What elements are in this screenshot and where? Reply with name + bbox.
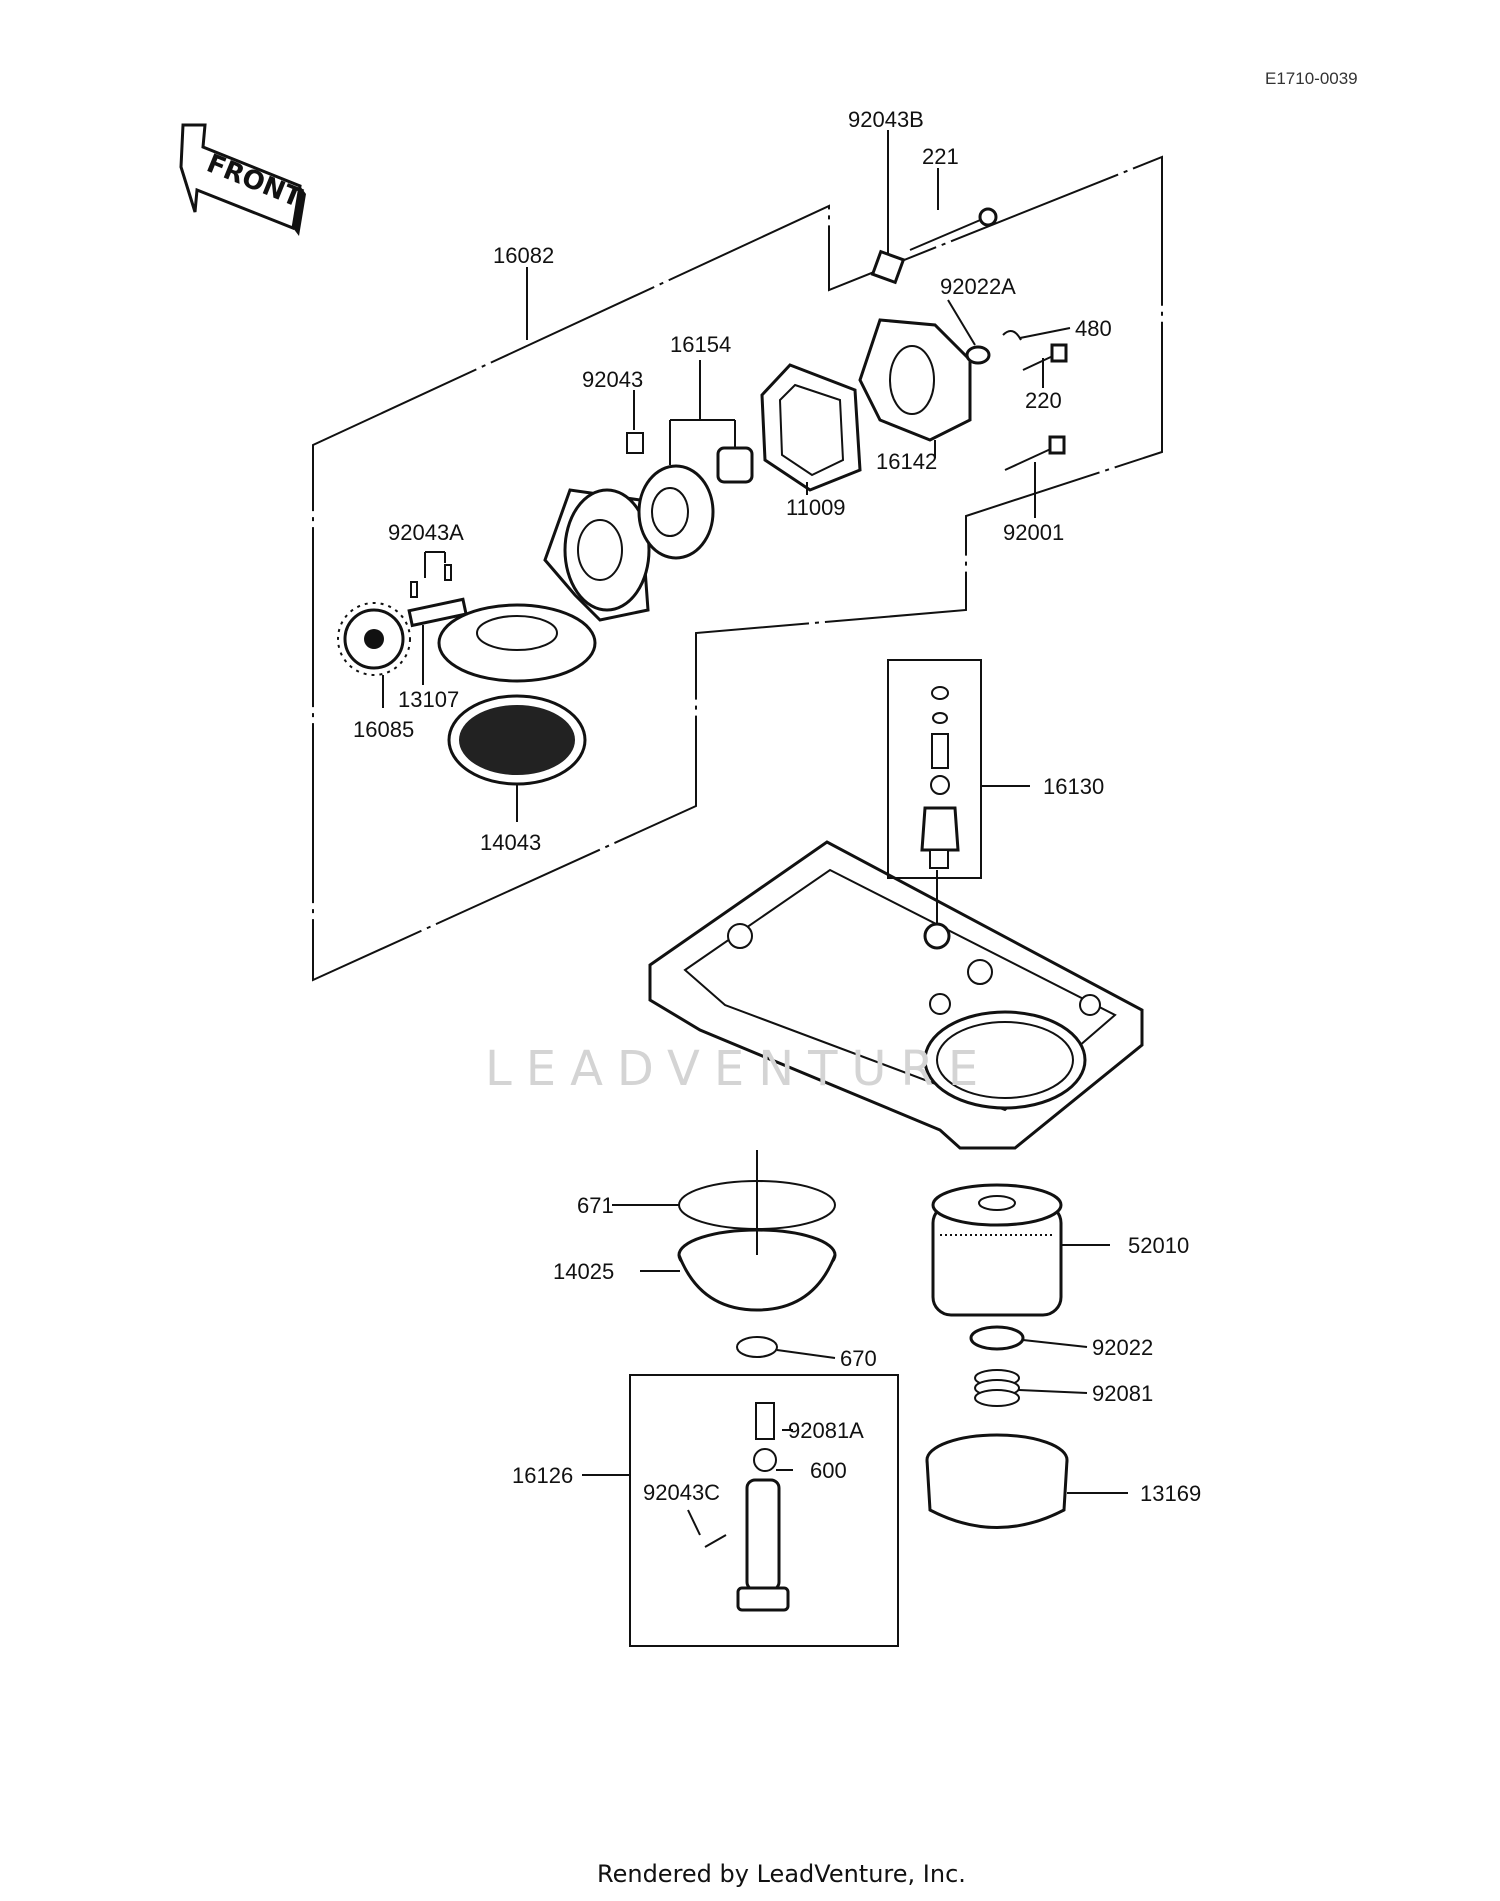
bypass-valve-box — [629, 1374, 899, 1647]
part-label: 92043C — [643, 1480, 720, 1505]
part-label: 16082 — [493, 243, 554, 268]
part-label: 13107 — [398, 687, 459, 712]
part-label: 16126 — [512, 1463, 573, 1488]
filter-cup — [925, 1433, 1069, 1529]
part-label: 92022A — [940, 274, 1016, 299]
oil-screen — [447, 694, 587, 786]
o-ring-670 — [736, 1336, 778, 1358]
pump-cover — [858, 318, 972, 442]
part-label: 16130 — [1043, 774, 1104, 799]
oil-pump-body — [437, 488, 651, 683]
part-label: 92081 — [1092, 1381, 1153, 1406]
part-label: 11009 — [786, 495, 846, 520]
part-label: 16142 — [876, 449, 937, 474]
part-label: 480 — [1075, 316, 1112, 341]
part-label: 16154 — [670, 332, 731, 357]
part-label: 670 — [840, 1346, 877, 1371]
washer-92022 — [969, 1325, 1025, 1351]
part-label: 52010 — [1128, 1233, 1189, 1258]
pump-sprocket — [337, 602, 411, 676]
relief-valve-parts — [920, 686, 960, 869]
pump-shaft — [407, 597, 468, 628]
oil-pan — [648, 840, 1144, 1150]
part-label: 671 — [577, 1193, 614, 1218]
bypass-valve-parts — [704, 1402, 790, 1612]
relief-valve-box — [887, 659, 982, 879]
part-label: 16085 — [353, 717, 414, 742]
diagram-code: E1710-0039 — [1265, 69, 1358, 88]
part-label: 92043A — [388, 520, 464, 545]
part-label: 92043B — [848, 107, 924, 132]
part-label: 14025 — [553, 1259, 614, 1284]
part-label: 220 — [1025, 388, 1062, 413]
part-label: 221 — [922, 144, 959, 169]
part-label: 13169 — [1140, 1481, 1201, 1506]
pump-rotors — [637, 446, 754, 560]
part-label: 92043 — [582, 367, 643, 392]
part-label: 92001 — [1003, 520, 1064, 545]
filter-cover — [677, 1150, 837, 1312]
front-arrow: FRONT — [179, 123, 306, 236]
part-label: 600 — [810, 1458, 847, 1483]
part-label: 14043 — [480, 830, 541, 855]
leader-lines — [382, 130, 1128, 1536]
part-label: 92022 — [1092, 1335, 1153, 1360]
watermark: LEADVENTURE — [485, 1041, 992, 1097]
spring-92081 — [974, 1369, 1020, 1407]
oil-filter — [931, 1183, 1063, 1317]
footer-credit: Rendered by LeadVenture, Inc. — [597, 1860, 966, 1888]
oil-pump-assembly-outline — [312, 155, 1163, 982]
part-label: 92081A — [788, 1418, 864, 1443]
